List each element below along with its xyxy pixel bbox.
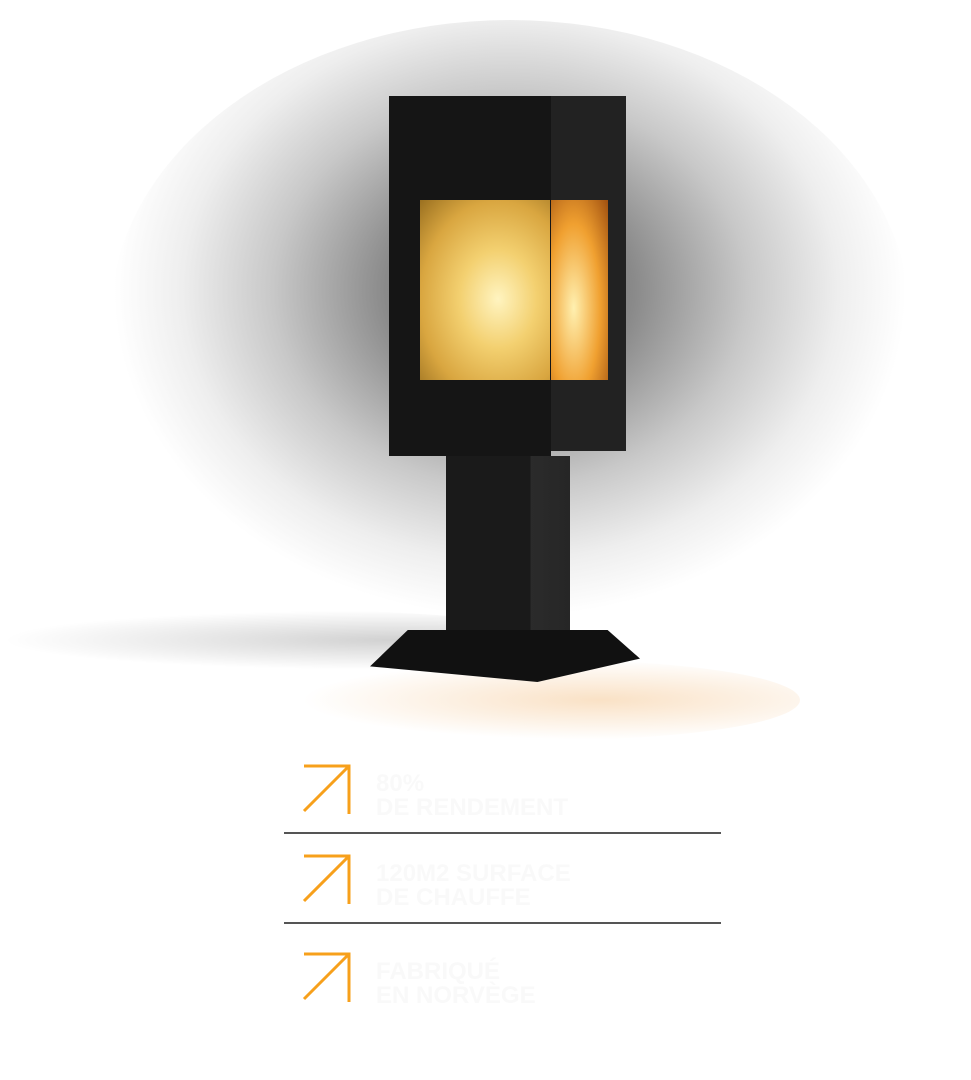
- arrow-up-right-icon: [302, 952, 351, 1002]
- divider: [284, 832, 721, 834]
- feature-efficiency: 80% DE RENDEMENT: [284, 760, 721, 832]
- feature-value: 120M2 SURFACE: [376, 860, 571, 887]
- feature-label: DE CHAUFFE: [376, 884, 531, 911]
- arrow-up-right-icon: [302, 764, 351, 814]
- feature-heating-area: 120M2 SURFACE DE CHAUFFE: [284, 850, 721, 922]
- arrow-up-right-icon: [302, 854, 351, 904]
- feature-made-in-norway: FABRIQUÉ EN NORVÈGE: [284, 948, 721, 1020]
- divider: [284, 922, 721, 924]
- feature-label: EN NORVÈGE: [376, 982, 536, 1009]
- feature-value: FABRIQUÉ: [376, 958, 501, 985]
- feature-label: DE RENDEMENT: [376, 794, 569, 821]
- feature-value: 80%: [376, 770, 425, 797]
- stove-side-window: [551, 200, 608, 380]
- feature-list: 80% DE RENDEMENT 120M2 SURFACE DE CHAUFF…: [284, 760, 721, 1020]
- stove-pedestal: [446, 456, 570, 636]
- stove-fire-window: [420, 200, 550, 380]
